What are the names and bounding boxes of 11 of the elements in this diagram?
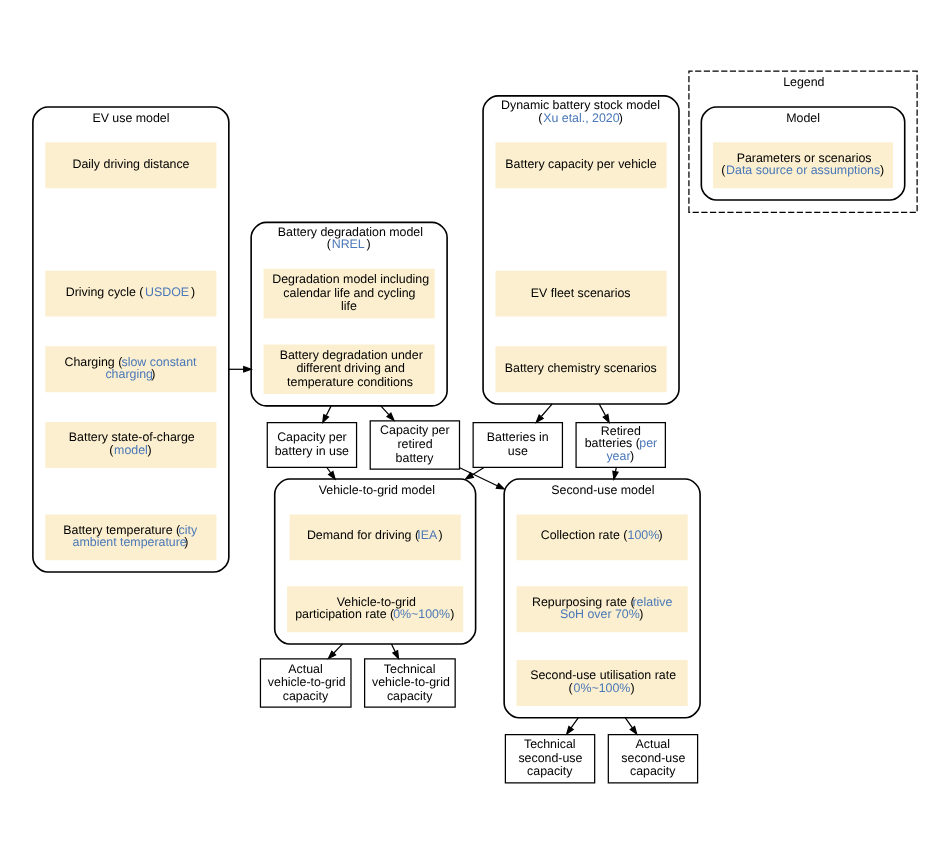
arrow — [326, 643, 343, 660]
arrow — [320, 405, 331, 425]
arrow — [458, 467, 505, 490]
arrow — [379, 405, 395, 422]
arrow — [611, 466, 618, 481]
arrow — [534, 403, 552, 424]
arrow — [623, 717, 637, 736]
arrow — [463, 466, 484, 481]
arrow — [389, 643, 399, 661]
arrow — [564, 717, 578, 736]
arrow — [597, 403, 609, 424]
